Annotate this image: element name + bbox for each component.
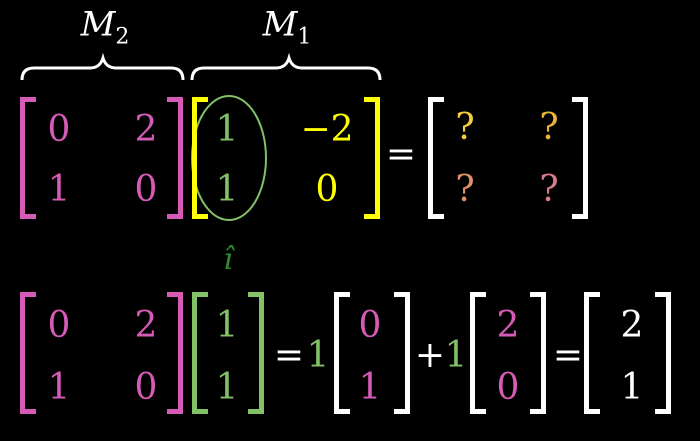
m2-left-bracket xyxy=(20,292,36,414)
result-entry: 2 xyxy=(620,305,644,346)
m2-left-bracket xyxy=(20,97,36,219)
m1-label: M1 xyxy=(262,4,312,50)
m2-entry: 0 xyxy=(47,109,71,150)
m2-entry: 1 xyxy=(47,169,71,210)
m2-entry: 2 xyxy=(134,109,158,150)
m2-entry: 0 xyxy=(47,305,71,346)
col1-entry: 1 xyxy=(358,367,382,408)
i-hat-left-bracket xyxy=(192,292,208,414)
col2-entry: 2 xyxy=(496,305,520,346)
col1-left-bracket xyxy=(334,292,350,414)
equals-sign: = xyxy=(552,335,584,376)
m2-entry: 0 xyxy=(134,169,158,210)
m1-entry: 1 xyxy=(215,169,239,210)
m1-entry: −2 xyxy=(300,109,354,150)
result-left-bracket xyxy=(428,97,444,219)
m2-entry: 1 xyxy=(47,367,71,408)
result-entry: 1 xyxy=(620,367,644,408)
col2-left-bracket xyxy=(470,292,486,414)
m1-right-bracket xyxy=(364,97,380,219)
result-left-bracket xyxy=(584,292,600,414)
result-right-bracket xyxy=(655,292,671,414)
plus-sign: + xyxy=(414,335,446,376)
m2-entry: 0 xyxy=(134,367,158,408)
col2-entry: 0 xyxy=(496,367,520,408)
unknown-entry: ? xyxy=(539,107,559,148)
coefficient: 1 xyxy=(444,335,468,376)
equals-sign: = xyxy=(273,335,305,376)
col1-entry: 0 xyxy=(358,305,382,346)
unknown-entry: ? xyxy=(455,107,475,148)
unknown-entry: ? xyxy=(539,169,559,210)
result-right-bracket xyxy=(572,97,588,219)
equals-sign: = xyxy=(385,134,417,175)
coefficient: 1 xyxy=(306,335,330,376)
col1-right-bracket xyxy=(394,292,410,414)
m1-brace xyxy=(190,52,382,81)
i-hat-label: î xyxy=(223,242,233,277)
i-hat-right-bracket xyxy=(248,292,264,414)
m2-label: M2 xyxy=(80,4,130,50)
m2-right-bracket xyxy=(167,97,183,219)
m1-entry: 0 xyxy=(315,169,339,210)
m1-left-bracket xyxy=(192,97,208,219)
i-hat-entry: 1 xyxy=(215,305,239,346)
m2-right-bracket xyxy=(167,292,183,414)
col2-right-bracket xyxy=(530,292,546,414)
unknown-entry: ? xyxy=(455,169,475,210)
i-hat-entry: 1 xyxy=(215,367,239,408)
m1-entry: 1 xyxy=(215,109,239,150)
m2-entry: 2 xyxy=(134,305,158,346)
m2-brace xyxy=(20,52,185,81)
